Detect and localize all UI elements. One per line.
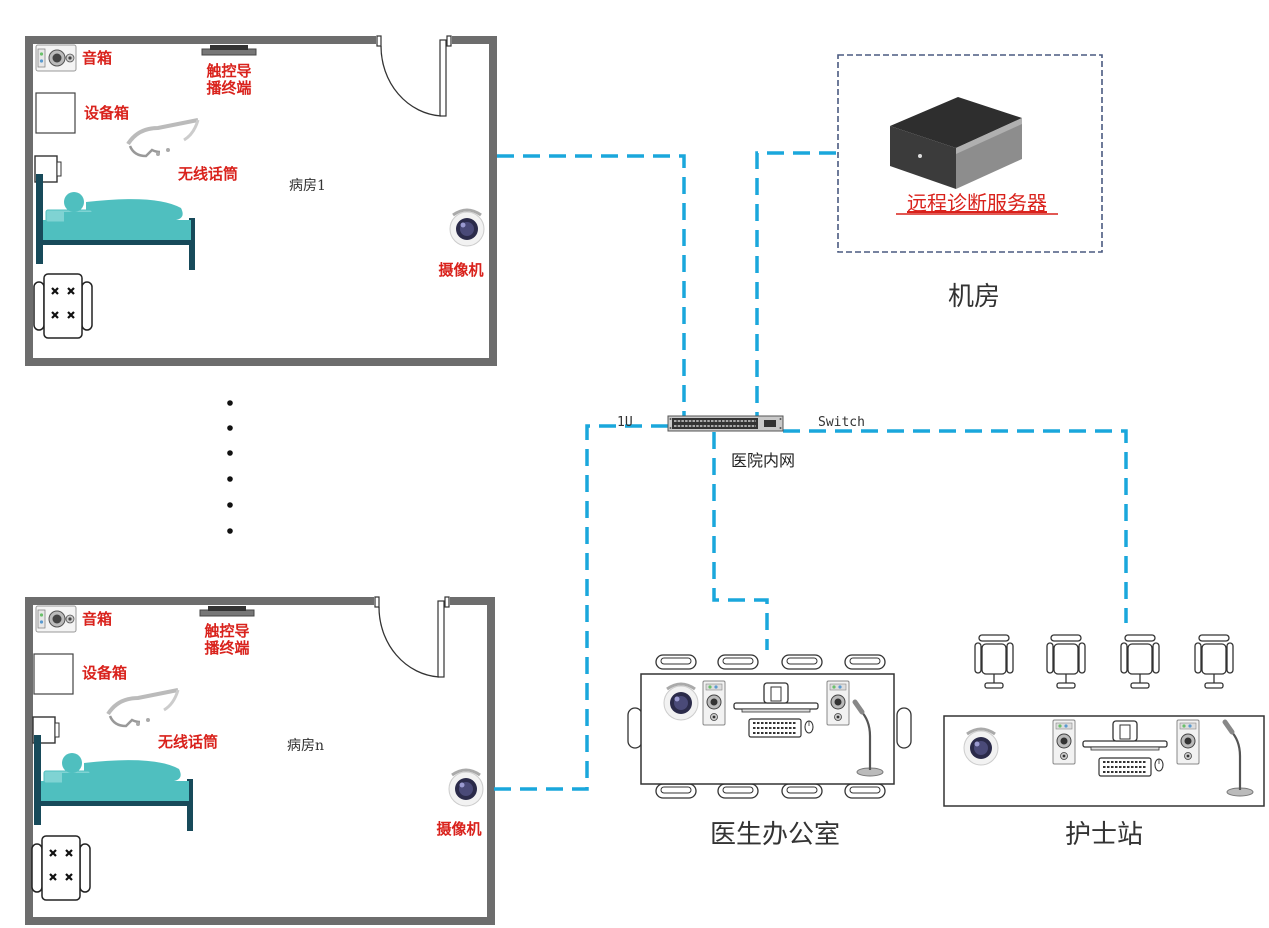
chair-icon	[844, 783, 886, 799]
chair-icon	[1194, 634, 1234, 689]
server-room-boundary	[837, 54, 1103, 253]
switch-size-label: 1U	[617, 415, 633, 430]
touch-terminal-icon	[201, 44, 257, 56]
touch-terminal-label-line2: 播终端	[204, 639, 249, 657]
server-room: 远程诊断服务器 机房	[837, 54, 1103, 312]
keyboard-icon	[748, 718, 802, 738]
equipment-box-label: 设备箱	[82, 664, 127, 682]
network-links	[488, 151, 1128, 791]
wireless-mic-icon	[126, 118, 200, 158]
touch-terminal-label-line1: 触控导	[204, 622, 249, 640]
wireless-mic-label: 无线话筒	[177, 165, 238, 183]
room-name: 病房n	[287, 738, 324, 754]
equipment-box-label: 设备箱	[84, 104, 129, 122]
switch: 1U Switch 医院内网	[617, 415, 865, 470]
speaker-icon	[35, 605, 77, 633]
speaker-label: 音箱	[82, 610, 112, 628]
door-icon	[376, 35, 452, 117]
ward-1: 音箱 触控导 播终端 设备箱 无线话筒 病房1 摄像机	[25, 34, 497, 366]
more-wards-ellipsis	[227, 400, 233, 534]
ward-1-walls	[25, 36, 497, 366]
speaker-icon	[826, 680, 850, 726]
door-icon	[374, 596, 450, 678]
chair-icon	[974, 634, 1014, 689]
nurse-station-name: 护士站	[1065, 820, 1143, 850]
speaker-icon	[1176, 719, 1200, 765]
touch-terminal-label-line1: 触控导	[206, 62, 251, 80]
chair-icon	[32, 272, 94, 340]
wireless-mic-icon	[106, 688, 180, 728]
touch-terminal-label-line2: 播终端	[206, 79, 251, 97]
chair-icon	[844, 654, 886, 670]
switch-icon	[667, 415, 784, 432]
doctor-office-name: 医生办公室	[710, 820, 840, 850]
chair-icon	[655, 654, 697, 670]
ward-n: 音箱 触控导 播终端 设备箱 无线话筒 病房n 摄像机	[25, 595, 495, 925]
chair-icon	[781, 783, 823, 799]
room-name: 病房1	[289, 178, 326, 194]
link-switch-doctor-office	[712, 432, 769, 650]
camera-label: 摄像机	[436, 820, 481, 838]
chair-icon	[627, 707, 643, 749]
mouse-icon	[804, 720, 814, 734]
ward-n-walls	[25, 597, 495, 925]
doctor-office: 医生办公室	[627, 654, 912, 850]
chair-icon	[717, 654, 759, 670]
hospital-intranet-label: 医院内网	[731, 451, 795, 470]
switch-device-label: Switch	[818, 415, 865, 430]
chair-icon	[781, 654, 823, 670]
link-switch-wardn	[488, 424, 668, 791]
equipment-box-icon	[35, 92, 76, 134]
chair-icon	[717, 783, 759, 799]
equipment-box-icon	[33, 653, 74, 695]
speaker-icon	[1052, 719, 1076, 765]
speaker-icon	[702, 680, 726, 726]
mouse-icon	[1154, 758, 1164, 772]
server-room-name: 机房	[948, 282, 1000, 312]
chair-icon	[1046, 634, 1086, 689]
wireless-mic-label: 无线话筒	[157, 733, 218, 751]
chair-icon	[655, 783, 697, 799]
speaker-label: 音箱	[82, 49, 112, 67]
link-server-switch	[755, 151, 836, 416]
server-label: 远程诊断服务器	[907, 191, 1047, 215]
chair-icon	[896, 707, 912, 749]
camera-icon	[447, 768, 485, 808]
chair-icon	[1120, 634, 1160, 689]
keyboard-icon	[1098, 757, 1152, 777]
speaker-icon	[35, 44, 77, 72]
camera-label: 摄像机	[438, 261, 483, 279]
touch-terminal-icon	[199, 605, 255, 617]
link-ward1-switch	[497, 154, 686, 416]
bed-icon	[35, 173, 196, 271]
link-switch-nurse-station	[783, 429, 1128, 623]
nurse-station: 护士站	[943, 634, 1265, 850]
camera-icon	[448, 208, 486, 248]
server-icon	[890, 97, 1022, 189]
chair-icon	[30, 834, 92, 902]
